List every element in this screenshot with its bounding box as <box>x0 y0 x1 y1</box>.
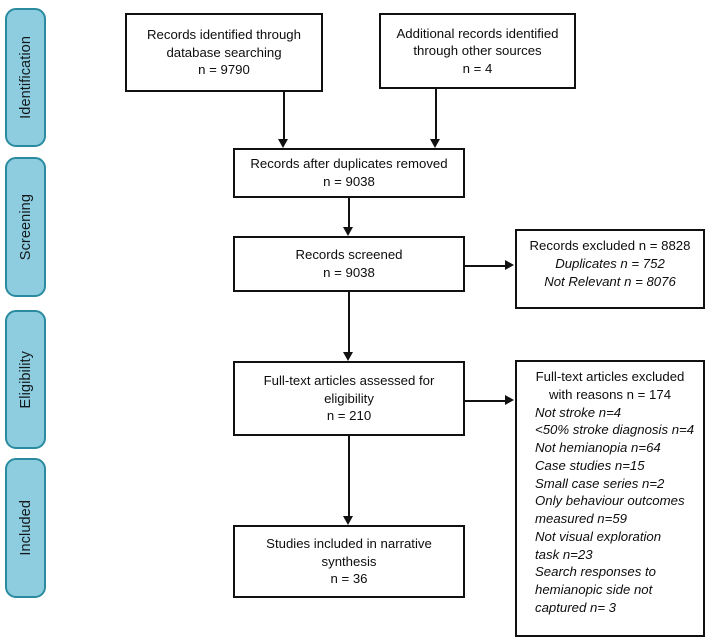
stage-tab-identification: Identification <box>5 8 46 147</box>
box-records-screened: Records screened n = 9038 <box>233 236 465 292</box>
stage-tab-label: Screening <box>17 193 34 261</box>
arrow-right-icon <box>505 395 514 405</box>
arrow-right-icon <box>505 260 514 270</box>
box-fulltext-excluded: Full-text articles excluded with reasons… <box>515 360 705 637</box>
stage-tab-label: Included <box>17 500 34 556</box>
stage-tab-label: Identification <box>17 36 34 119</box>
box-excluded-heading: Records excluded n = 8828 <box>529 238 691 253</box>
box-line: Records after duplicates removed <box>250 156 448 172</box>
box-line: through other sources <box>413 43 542 59</box>
excluded-reason: Search responses to <box>535 564 656 580</box>
excluded-reason: Small case series n=2 <box>535 475 665 491</box>
box-line: n = 4 <box>462 60 493 76</box>
arrow-down-icon <box>278 139 288 148</box>
stage-tab-included: Included <box>5 458 46 598</box>
connector-screened-to-excluded <box>465 265 507 267</box>
connector-screened-to-fulltext <box>348 292 350 354</box>
excluded-reason: <50% stroke diagnosis n=4 <box>535 422 695 438</box>
box-studies-included: Studies included in narrative synthesis … <box>233 525 465 598</box>
box-line: n = 9038 <box>323 174 375 189</box>
excluded-reason: Not visual exploration <box>535 528 662 544</box>
excluded-reason: task n=23 <box>535 546 593 562</box>
excluded-reason: measured n=59 <box>535 511 628 526</box>
excluded-reason: captured n= 3 <box>535 599 617 615</box>
arrow-down-icon <box>343 227 353 236</box>
box-line: Additional records identified <box>396 25 559 41</box>
stage-tab-eligibility: Eligibility <box>5 310 46 449</box>
arrow-down-icon <box>343 352 353 361</box>
excluded-reason: Not hemianopia n=64 <box>535 440 661 455</box>
arrow-down-icon <box>430 139 440 148</box>
box-excluded-heading: Full-text articles excluded with reasons… <box>521 368 699 404</box>
box-excluded-heading-line: Full-text articles excluded <box>535 369 685 384</box>
box-line: eligibility <box>324 390 374 406</box>
box-line: synthesis <box>321 553 377 569</box>
box-excluded-heading-line: with reasons n = 174 <box>548 386 672 402</box>
excluded-reason: Duplicates n = 752 <box>555 255 665 271</box>
arrow-down-icon <box>343 516 353 525</box>
box-records-identified-database: Records identified through database sear… <box>125 13 323 92</box>
box-line: Records identified through <box>147 27 301 43</box>
box-line: Studies included in narrative <box>266 536 432 552</box>
box-excluded-reasons: Not stroke n=4 <50% stroke diagnosis n=4… <box>521 404 699 617</box>
connector-database-to-duplicates <box>283 92 285 141</box>
box-records-after-duplicates-removed: Records after duplicates removed n = 903… <box>233 148 465 198</box>
box-line: n = 9038 <box>323 265 375 280</box>
box-excluded-reasons: Duplicates n = 752 Not Relevant n = 8076 <box>521 255 699 291</box>
box-line: Records screened <box>295 247 403 263</box>
connector-other-to-duplicates <box>435 89 437 141</box>
connector-fulltext-to-excluded <box>465 400 507 402</box>
box-fulltext-assessed: Full-text articles assessed for eligibil… <box>233 361 465 436</box>
excluded-reason: Only behaviour outcomes <box>535 493 685 509</box>
box-line: n = 36 <box>330 571 368 587</box>
excluded-reason: hemianopic side not <box>535 582 653 597</box>
box-line: n = 9790 <box>198 62 250 78</box>
box-records-excluded: Records excluded n = 8828 Duplicates n =… <box>515 229 705 309</box>
stage-tab-label: Eligibility <box>17 350 34 409</box>
box-line: Full-text articles assessed for <box>263 373 435 389</box>
excluded-reason: Not stroke n=4 <box>535 404 622 420</box>
excluded-reason: Case studies n=15 <box>535 457 645 473</box>
stage-tab-screening: Screening <box>5 157 46 297</box>
box-line: database searching <box>166 44 282 60</box>
connector-duplicates-to-screened <box>348 198 350 229</box>
excluded-reason: Not Relevant n = 8076 <box>544 273 676 289</box>
box-line: n = 210 <box>326 408 372 424</box>
box-records-identified-other-sources: Additional records identified through ot… <box>379 13 576 89</box>
connector-fulltext-to-included <box>348 436 350 518</box>
